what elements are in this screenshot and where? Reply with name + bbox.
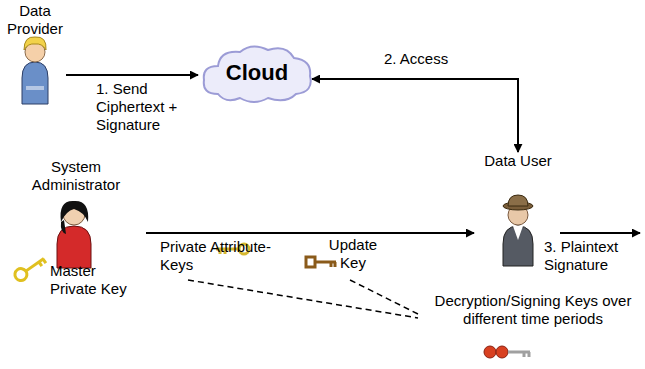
node-title: Cloud <box>226 60 288 86</box>
key-icon <box>484 346 530 358</box>
output-arrow <box>560 232 640 234</box>
connector-arrow <box>146 232 474 234</box>
actor-node: Data Provider <box>4 2 66 110</box>
dashed-leader <box>350 280 418 314</box>
dashed-leader <box>188 280 418 318</box>
person-icon <box>503 195 533 266</box>
person-icon <box>57 201 91 268</box>
node-title: System Administrator <box>6 158 146 194</box>
connector-arrow <box>312 79 518 152</box>
key-icon <box>13 254 48 283</box>
key-icon <box>306 257 336 267</box>
person-icon <box>22 37 48 104</box>
cloud-node: Cloud <box>198 40 316 106</box>
annotation-label: Update Key <box>326 236 380 272</box>
annotation-label: Private Attribute-Keys <box>160 238 272 274</box>
edge-label: 2. Access <box>384 50 474 68</box>
node-caption: Master Private Key <box>50 262 146 298</box>
annotation-label: 3. Plaintext Signature <box>544 238 640 274</box>
node-title: Decryption/Signing Keys over different t… <box>424 292 642 328</box>
node-title: Data User <box>474 152 562 170</box>
key-caption-node: Decryption/Signing Keys over different t… <box>424 292 642 328</box>
connector-arrow <box>66 74 198 76</box>
node-title: Data Provider <box>4 2 66 38</box>
edge-label: 1. Send Ciphertext + Signature <box>96 80 196 134</box>
actor-node: System AdministratorMaster Private Key <box>6 158 146 270</box>
